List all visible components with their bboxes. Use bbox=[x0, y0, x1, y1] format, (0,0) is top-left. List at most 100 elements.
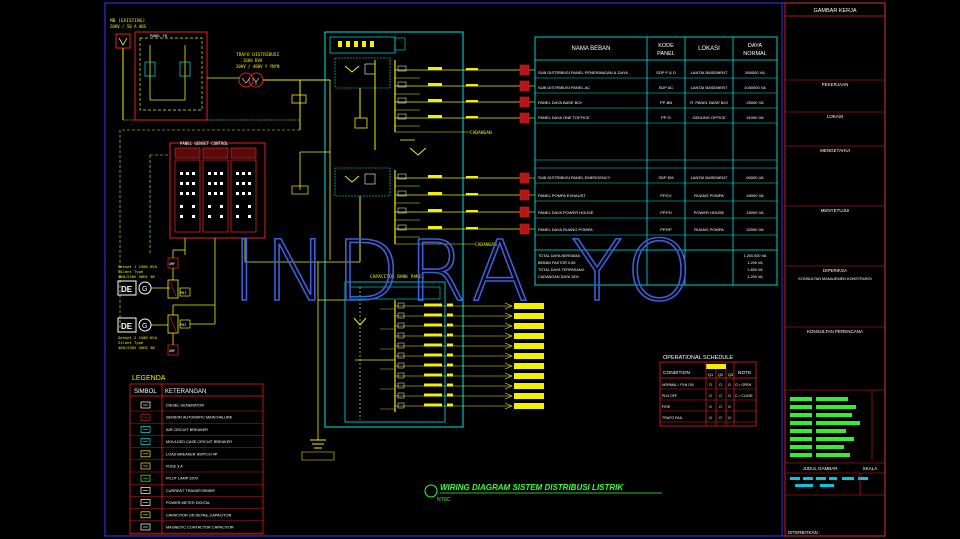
legend-text: FUSE 3 A bbox=[166, 465, 183, 469]
capacitor-unit-icon bbox=[514, 393, 544, 399]
load-power: 15000 VA bbox=[746, 210, 764, 215]
schedule-note: C = CLOSE bbox=[735, 394, 754, 398]
total-label: BEBAN FAKTOR 0.85 bbox=[538, 261, 576, 265]
load-name: PANEL POMPA EXHAUST bbox=[538, 193, 586, 198]
capacitor-unit-icon bbox=[514, 353, 544, 359]
diesel-engine-icon bbox=[117, 317, 137, 333]
supply-label-2: 20KV / 50 A ABS bbox=[110, 24, 147, 29]
capacitor-steps bbox=[380, 302, 544, 410]
schedule-note: O = OPEN bbox=[735, 383, 752, 387]
svg-text:KONSULTAN PERENCANA: KONSULTAN PERENCANA bbox=[807, 329, 863, 334]
legend-text: AIR CIRCUIT BREAKER bbox=[166, 428, 208, 432]
title-block: GAMBAR KERJA PEKERJAAN LOKASI MENGETAHUI… bbox=[784, 2, 886, 537]
load-location: LANTAI BASEMENT bbox=[691, 70, 728, 75]
load-breaker-icon bbox=[519, 96, 530, 108]
capacitor-icon bbox=[140, 511, 151, 519]
total-label: TOTAL DAYA BERSAMA bbox=[538, 254, 580, 258]
load-name: PANEL DAYA RUANG POMPA bbox=[538, 227, 593, 232]
svg-text:PEKERJAAN: PEKERJAAN bbox=[822, 82, 849, 87]
load-table: NAMA BEBAN KODE PANEL LOKASI DAYA NORMAL… bbox=[534, 36, 778, 286]
load-power: 45000 VA bbox=[746, 193, 764, 198]
capacitor-unit-icon bbox=[514, 313, 544, 319]
load-location: LANTAI BASEMENT bbox=[691, 175, 728, 180]
moulded-case-breaker-icon bbox=[140, 438, 151, 445]
legend-row: PILOT LAMP 220V bbox=[140, 474, 199, 482]
load-power: 25000 VA bbox=[746, 100, 764, 105]
feeder-lines-upper bbox=[395, 64, 535, 127]
load-breaker-icon bbox=[519, 206, 530, 218]
svg-text:O: O bbox=[719, 394, 722, 398]
legend-row: POWER METER DIGITAL bbox=[140, 499, 210, 506]
capacitor-bank-panel: CAPACITOR BANK PANEL bbox=[301, 262, 446, 461]
load-code: SDP AC bbox=[659, 85, 674, 90]
pilot-lamp-icon bbox=[140, 474, 151, 482]
supply-label-1: MB (EXISTING) bbox=[110, 18, 145, 24]
col-nama-beban: NAMA BEBAN bbox=[571, 46, 610, 52]
schedule-title: OPERATIONAL SCHEDULE bbox=[663, 355, 733, 361]
load-code: PP-BB bbox=[660, 100, 672, 105]
drawing-scale-note: NTSC bbox=[437, 497, 451, 503]
load-breaker-icon bbox=[519, 172, 530, 184]
genset-1-label-2: Silent Type bbox=[118, 269, 144, 274]
diesel-engine-icon bbox=[117, 280, 137, 296]
legend-text: CAPACITOR ON DETAIL CAPACITOR bbox=[166, 513, 232, 517]
legend-text: PILOT LAMP 220V bbox=[166, 477, 199, 481]
schedule-condition: PLN OFF bbox=[662, 394, 678, 398]
legend-row: AIR CIRCUIT BREAKER bbox=[140, 426, 208, 433]
load-break-switch-icon bbox=[140, 450, 151, 458]
load-code: PP-O bbox=[661, 115, 671, 120]
load-breaker-icon bbox=[519, 80, 530, 92]
bus-1-label: CADANGAN bbox=[470, 130, 492, 136]
svg-text:O: O bbox=[709, 416, 712, 420]
load-power: 550000 VA bbox=[745, 70, 765, 75]
genset-2: DE G Genset 2 1500 KVA Silent Type 400/2… bbox=[117, 300, 216, 356]
schedule-condition: NORMAL / PLN ON bbox=[662, 383, 694, 387]
load-code: PP.EX bbox=[660, 193, 672, 198]
legend-col-desc: KETERANGAN bbox=[165, 389, 206, 395]
col-lokasi: LOKASI bbox=[698, 46, 720, 52]
capacitor-unit-icon bbox=[514, 343, 544, 349]
capacitor-unit-icon bbox=[514, 363, 544, 369]
load-power: 32000 VA bbox=[746, 227, 764, 232]
watermark-text: INDRA YO bbox=[232, 222, 700, 320]
transformer-label-2: 1600 KVA bbox=[243, 58, 263, 63]
revision-bars bbox=[790, 397, 860, 457]
capacitor-unit-icon bbox=[514, 383, 544, 389]
svg-text:G: G bbox=[142, 323, 147, 330]
svg-text:AMF: AMF bbox=[169, 262, 175, 266]
load-code: SDP P & D bbox=[656, 70, 676, 75]
load-breaker-icon bbox=[519, 112, 530, 124]
legend-row: LOAD BREAKER SWITCH 4P bbox=[140, 450, 218, 458]
air-circuit-breaker-icon bbox=[140, 426, 151, 433]
load-total-row: CADANGAN DAYA 15%1.200 VA bbox=[538, 275, 763, 279]
svg-text:AMF: AMF bbox=[169, 349, 175, 353]
legend-text: SENSOR AUTOMATIC MAIN FAILURE bbox=[166, 416, 233, 420]
svg-text:Q3: Q3 bbox=[728, 373, 733, 377]
svg-text:LOKASI: LOKASI bbox=[827, 114, 843, 119]
capacitor-unit-icon bbox=[514, 323, 544, 329]
svg-text:SKALA: SKALA bbox=[863, 466, 878, 471]
svg-text:G: G bbox=[142, 286, 147, 293]
load-name: PANEL DAYA ONE TOFFICE bbox=[538, 115, 590, 120]
svg-text:O: O bbox=[719, 416, 722, 420]
schedule-col-condition: CONDITION bbox=[663, 370, 690, 376]
svg-text:O: O bbox=[719, 383, 722, 387]
current-transformer-icon bbox=[140, 487, 151, 494]
load-name: PANEL DAYA BASE BOI bbox=[538, 100, 582, 105]
incoming-supply-section: MB (EXISTING) 20KV / 50 A ABS PANEL TM T… bbox=[110, 18, 330, 330]
load-power: 60000 VA bbox=[746, 175, 764, 180]
total-value: 1.200 VA bbox=[747, 261, 763, 265]
load-location: RUANG POMPA bbox=[694, 227, 724, 232]
load-name: PANEL DAYA POWER HOUSE bbox=[538, 210, 594, 215]
transformer-icon bbox=[238, 72, 264, 88]
genset-2-label-2: Silent Type bbox=[118, 340, 144, 345]
